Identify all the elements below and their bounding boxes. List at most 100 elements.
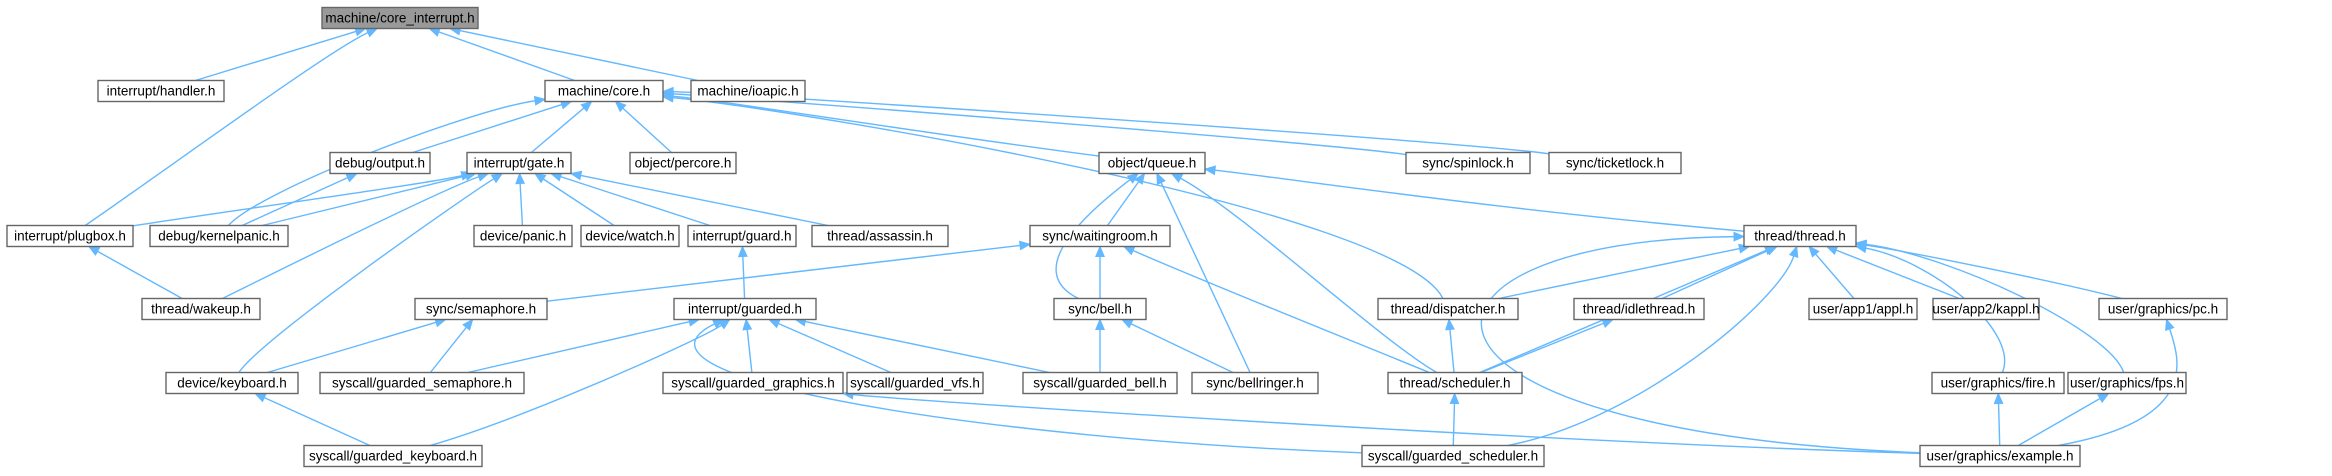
- dependency-edge-n5-to-n2: [530, 100, 593, 154]
- edge-line: [1160, 182, 1251, 373]
- file-node-n31[interactable]: syscall/guarded_bell.h: [1022, 371, 1178, 395]
- edge-line: [1815, 253, 1855, 299]
- file-node-n25[interactable]: user/app2/kappl.h: [1932, 297, 2040, 321]
- node-box: [1931, 371, 2065, 395]
- edge-line: [542, 178, 615, 227]
- node-box: [846, 371, 984, 395]
- edge-arrowhead: [515, 172, 526, 185]
- node-label: user/graphics/fire.h: [1941, 376, 2056, 391]
- file-node-n28[interactable]: syscall/guarded_semaphore.h: [319, 371, 525, 395]
- dependency-edge-n20-to-n14: [737, 245, 748, 299]
- edge-arrowhead: [2097, 392, 2110, 404]
- edge-arrowhead: [1825, 245, 1839, 255]
- file-node-n20[interactable]: interrupt/guarded.h: [673, 297, 817, 321]
- edge-line: [459, 29, 699, 82]
- node-box: [1743, 224, 1857, 248]
- node-box: [319, 371, 525, 395]
- node-label: syscall/guarded_keyboard.h: [309, 449, 477, 464]
- file-node-n35[interactable]: user/graphics/fps.h: [2067, 371, 2187, 395]
- file-node-n30[interactable]: syscall/guarded_vfs.h: [846, 371, 984, 395]
- node-label: syscall/guarded_bell.h: [1033, 376, 1167, 391]
- file-node-n34[interactable]: user/graphics/fire.h: [1931, 371, 2065, 395]
- file-node-n9[interactable]: sync/ticketlock.h: [1548, 151, 1682, 175]
- edge-line: [1480, 322, 1604, 374]
- edge-arrowhead: [1122, 245, 1136, 256]
- edge-arrowhead: [462, 318, 474, 331]
- node-box: [1932, 297, 2040, 321]
- dependency-edge-n37-to-n17: [1507, 245, 1799, 447]
- file-node-n24[interactable]: user/app1/appl.h: [1808, 297, 1918, 321]
- file-node-n13[interactable]: device/watch.h: [580, 224, 680, 248]
- file-node-n12[interactable]: device/panic.h: [473, 224, 573, 248]
- edge-line: [1507, 255, 1795, 447]
- file-node-n19[interactable]: sync/semaphore.h: [414, 297, 548, 321]
- file-node-n26[interactable]: user/graphics/pc.h: [2098, 297, 2228, 321]
- node-label: sync/bellringer.h: [1206, 376, 1304, 391]
- file-node-n33[interactable]: thread/scheduler.h: [1387, 371, 1523, 395]
- edge-line: [132, 174, 463, 227]
- edge-line: [519, 183, 524, 226]
- node-label: thread/wakeup.h: [151, 302, 251, 317]
- file-node-n38[interactable]: user/graphics/example.h: [1919, 444, 2081, 468]
- root-node-n0[interactable]: machine/core_interrupt.h: [321, 6, 479, 30]
- file-node-n3[interactable]: machine/ioapic.h: [690, 79, 806, 103]
- dependency-edge-n38-to-n17: [1480, 231, 1921, 454]
- file-node-n21[interactable]: sync/bell.h: [1053, 297, 1147, 321]
- file-node-n7[interactable]: object/queue.h: [1098, 151, 1206, 175]
- edge-arrowhead: [365, 27, 379, 38]
- node-box: [1387, 371, 1523, 395]
- node-box: [1191, 371, 1319, 395]
- node-box: [1405, 151, 1531, 175]
- file-node-n6[interactable]: object/percore.h: [629, 151, 737, 175]
- dependency-edge-n37-to-n33: [1449, 392, 1460, 446]
- edge-arrowhead: [1445, 318, 1455, 331]
- file-node-n22[interactable]: thread/dispatcher.h: [1377, 297, 1519, 321]
- node-label: sync/waitingroom.h: [1042, 229, 1158, 244]
- edge-line: [852, 393, 1921, 455]
- node-label: thread/idlethread.h: [1583, 302, 1696, 317]
- file-node-n36[interactable]: syscall/guarded_keyboard.h: [303, 444, 483, 468]
- node-label: thread/assassin.h: [827, 229, 933, 244]
- dependency-edge-n4-to-n2: [412, 99, 573, 154]
- node-box: [1548, 151, 1682, 175]
- file-node-n37[interactable]: syscall/guarded_scheduler.h: [1361, 444, 1545, 468]
- node-box: [629, 151, 737, 175]
- node-box: [414, 297, 548, 321]
- file-node-n32[interactable]: sync/bellringer.h: [1191, 371, 1319, 395]
- node-box: [1361, 444, 1545, 468]
- file-node-n1[interactable]: interrupt/handler.h: [97, 79, 225, 103]
- file-node-n18[interactable]: thread/wakeup.h: [141, 297, 261, 321]
- node-label: interrupt/plugbox.h: [14, 229, 126, 244]
- node-label: thread/dispatcher.h: [1391, 302, 1506, 317]
- file-node-n4[interactable]: debug/output.h: [329, 151, 431, 175]
- dependency-edge-n27-to-n19: [267, 317, 447, 374]
- edge-line: [1997, 403, 2001, 446]
- dependency-edge-n22-to-n2: [661, 92, 1444, 299]
- edge-line: [672, 96, 1444, 299]
- file-node-n10[interactable]: interrupt/plugbox.h: [6, 224, 134, 248]
- file-node-n2[interactable]: machine/core.h: [544, 79, 664, 103]
- file-node-n27[interactable]: device/keyboard.h: [165, 371, 299, 395]
- edge-line: [263, 396, 371, 447]
- file-node-n29[interactable]: syscall/guarded_graphics.h: [662, 371, 844, 395]
- edge-arrowhead: [490, 172, 504, 184]
- edge-arrowhead: [580, 100, 593, 113]
- dependency-edge-n11-to-n5: [261, 171, 478, 227]
- edge-line: [1452, 403, 1456, 446]
- file-node-n14[interactable]: interrupt/guard.h: [687, 224, 797, 248]
- node-label: interrupt/handler.h: [107, 84, 216, 99]
- node-box: [544, 79, 664, 103]
- file-node-n23[interactable]: thread/idlethread.h: [1573, 297, 1705, 321]
- node-box: [2098, 297, 2228, 321]
- edge-arrowhead: [1733, 231, 1746, 242]
- file-node-n5[interactable]: interrupt/gate.h: [466, 151, 572, 175]
- file-node-n16[interactable]: sync/waitingroom.h: [1029, 224, 1171, 248]
- file-node-n8[interactable]: sync/spinlock.h: [1405, 151, 1531, 175]
- file-node-n15[interactable]: thread/assassin.h: [811, 224, 949, 248]
- dependency-edge-n21-to-n16: [1095, 245, 1105, 299]
- file-node-n11[interactable]: debug/kernelpanic.h: [149, 224, 289, 248]
- file-node-n17[interactable]: thread/thread.h: [1743, 224, 1857, 248]
- edge-line: [238, 178, 495, 373]
- edge-line: [1132, 249, 1430, 374]
- dependency-edge-n22-to-n17: [1498, 243, 1751, 300]
